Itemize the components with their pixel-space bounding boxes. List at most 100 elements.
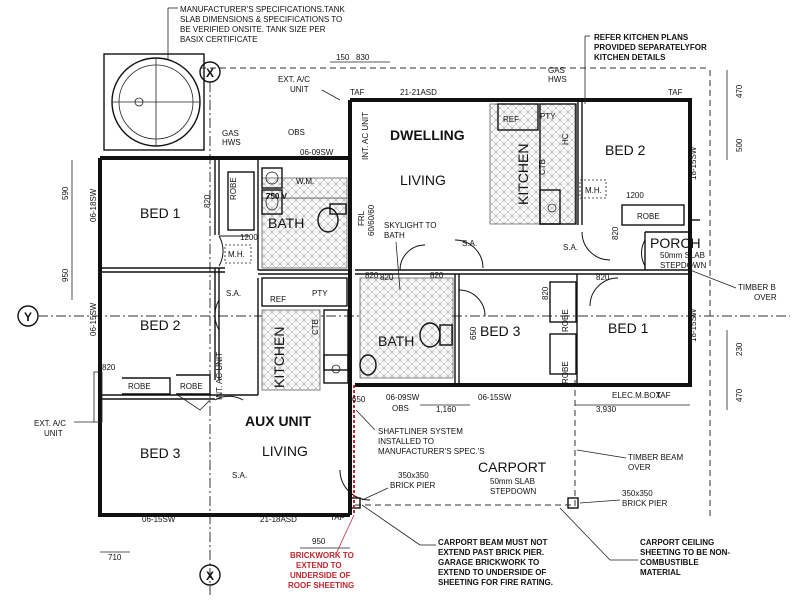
- svg-text:EXT. A/C: EXT. A/C: [278, 75, 310, 84]
- note-brick-pier-left: 350x350 BRICK PIER: [361, 471, 436, 501]
- room-porch: PORCH: [650, 235, 701, 251]
- svg-text:21-18ASD: 21-18ASD: [260, 515, 297, 524]
- svg-text:PTY: PTY: [312, 289, 328, 298]
- note-brickwork-red: BRICKWORK TO EXTEND TO UNDERSIDE OF ROOF…: [288, 514, 355, 590]
- svg-text:Y: Y: [24, 310, 32, 324]
- svg-text:INT. AC UNIT: INT. AC UNIT: [215, 352, 224, 400]
- svg-text:S.A.: S.A.: [563, 243, 578, 252]
- note-ext-ac-top: EXT. A/C UNIT: [278, 75, 341, 101]
- svg-text:TAF: TAF: [330, 513, 345, 522]
- svg-text:CARPORT CEILING: CARPORT CEILING: [640, 538, 714, 547]
- svg-text:BE VERIFIED ONSITE. TANK SIZE: BE VERIFIED ONSITE. TANK SIZE PER: [180, 25, 326, 34]
- svg-text:150: 150: [336, 53, 350, 62]
- svg-text:UNIT: UNIT: [44, 429, 63, 438]
- aux-bath-tiles: [261, 197, 348, 269]
- svg-text:820: 820: [380, 273, 394, 282]
- svg-text:06-09SW: 06-09SW: [386, 393, 420, 402]
- note-ext-ac-left: EXT. A/C UNIT: [34, 371, 103, 438]
- svg-text:ROBE: ROBE: [180, 382, 203, 391]
- svg-text:TIMBER B: TIMBER B: [738, 283, 776, 292]
- svg-text:3,930: 3,930: [596, 405, 617, 414]
- dimensions: 150 830 470 500 590 950 230 470 1,160 3,…: [61, 53, 744, 562]
- svg-text:BRICK PIER: BRICK PIER: [390, 481, 436, 490]
- svg-text:18-15SW: 18-15SW: [689, 308, 698, 342]
- svg-text:06-15SW: 06-15SW: [478, 393, 512, 402]
- svg-text:X: X: [206, 66, 214, 80]
- svg-text:BRICK PIER: BRICK PIER: [622, 499, 668, 508]
- svg-text:710: 710: [108, 553, 122, 562]
- note-shaftliner: SHAFTLINER SYSTEM INSTALLED TO MANUFACTU…: [355, 409, 485, 456]
- svg-text:650: 650: [352, 395, 366, 404]
- svg-text:REF: REF: [270, 295, 286, 304]
- grid-marker-x-top: X: [199, 61, 221, 595]
- svg-text:SHEETING TO BE NON-: SHEETING TO BE NON-: [640, 548, 730, 557]
- svg-text:18-15SW: 18-15SW: [689, 146, 698, 180]
- note-timber-beam-right: TIMBER B OVER: [689, 269, 777, 302]
- svg-text:GARAGE BRICKWORK TO: GARAGE BRICKWORK TO: [438, 558, 539, 567]
- svg-text:PTY: PTY: [540, 112, 556, 121]
- svg-text:ROBE: ROBE: [561, 309, 570, 332]
- svg-text:OVER: OVER: [754, 293, 777, 302]
- svg-text:COMBUSTIBLE: COMBUSTIBLE: [640, 558, 699, 567]
- note-brick-pier-right: 350x350 BRICK PIER: [579, 489, 668, 508]
- svg-text:SHAFTLINER SYSTEM: SHAFTLINER SYSTEM: [378, 427, 463, 436]
- room-kitchen-aux: KITCHEN: [271, 327, 287, 388]
- aux-kitchen-tiles: [261, 309, 321, 391]
- carport-slab-1: 50mm SLAB: [490, 477, 535, 486]
- porch-slab-1: 50mm SLAB: [660, 251, 705, 260]
- svg-text:PROVIDED SEPARATELYFOR: PROVIDED SEPARATELYFOR: [594, 43, 707, 52]
- svg-text:TAF: TAF: [350, 88, 365, 97]
- note-skylight: SKYLIGHT TO BATH: [384, 221, 436, 291]
- svg-text:EXTEND PAST BRICK PIER.: EXTEND PAST BRICK PIER.: [438, 548, 544, 557]
- svg-text:MANUFACTURER'S SPEC.'S: MANUFACTURER'S SPEC.'S: [378, 447, 485, 456]
- svg-text:820: 820: [102, 363, 116, 372]
- svg-text:350x350: 350x350: [398, 471, 429, 480]
- svg-text:470: 470: [735, 84, 744, 98]
- note-carport-ceiling: CARPORT CEILING SHEETING TO BE NON- COMB…: [559, 507, 730, 577]
- svg-text:1200: 1200: [240, 233, 258, 242]
- room-bed3-main: BED 3: [480, 323, 521, 339]
- room-bath-main: BATH: [378, 333, 414, 349]
- room-living-main: LIVING: [400, 172, 446, 188]
- aux-robes: [122, 171, 255, 411]
- note-carport-beam: CARPORT BEAM MUST NOT EXTEND PAST BRICK …: [361, 504, 553, 587]
- brick-pier-right: [567, 497, 579, 509]
- room-bed3-aux: BED 3: [140, 445, 181, 461]
- svg-text:CARPORT BEAM MUST NOT: CARPORT BEAM MUST NOT: [438, 538, 547, 547]
- svg-text:820: 820: [203, 194, 212, 208]
- svg-text:590: 590: [61, 186, 70, 200]
- room-carport: CARPORT: [478, 459, 547, 475]
- svg-text:TAF: TAF: [656, 391, 671, 400]
- rainwater-tank: [103, 53, 205, 151]
- room-labels: DWELLING LIVING KITCHEN BED 2 PORCH 50mm…: [140, 127, 706, 496]
- svg-text:CTB: CTB: [311, 319, 320, 335]
- svg-text:TIMBER BEAM: TIMBER BEAM: [628, 453, 683, 462]
- svg-text:TAF: TAF: [668, 88, 683, 97]
- svg-text:21-21ASD: 21-21ASD: [400, 88, 437, 97]
- svg-text:OBS: OBS: [288, 128, 305, 137]
- room-bed1-main: BED 1: [608, 320, 649, 336]
- main-bath-tiles: [359, 277, 454, 379]
- svg-text:S.A.: S.A.: [226, 289, 241, 298]
- svg-text:INSTALLED TO: INSTALLED TO: [378, 437, 434, 446]
- room-living-aux: LIVING: [262, 443, 308, 459]
- grid-marker-x-bottom: X: [199, 564, 221, 586]
- svg-text:350x350: 350x350: [622, 489, 653, 498]
- svg-text:ROBE: ROBE: [637, 212, 660, 221]
- main-kitchen-tiles: [489, 103, 576, 225]
- svg-text:1200: 1200: [626, 191, 644, 200]
- svg-text:M.H.: M.H.: [228, 250, 245, 259]
- svg-text:HC: HC: [561, 133, 570, 145]
- svg-text:S.A.: S.A.: [462, 239, 477, 248]
- porch-slab-2: STEPDOWN: [660, 261, 706, 270]
- note-kitchen-plans: REFER KITCHEN PLANS PROVIDED SEPARATELYF…: [584, 33, 707, 104]
- room-dwelling: DWELLING: [390, 127, 465, 143]
- svg-text:INT. AC UNIT: INT. AC UNIT: [361, 112, 370, 160]
- svg-text:06-15SW: 06-15SW: [142, 515, 176, 524]
- svg-text:06-09SW: 06-09SW: [300, 148, 334, 157]
- svg-text:HWS: HWS: [222, 138, 241, 147]
- svg-text:ROBE: ROBE: [561, 361, 570, 384]
- svg-text:820: 820: [365, 271, 379, 280]
- svg-text:ROOF SHEETING: ROOF SHEETING: [288, 581, 354, 590]
